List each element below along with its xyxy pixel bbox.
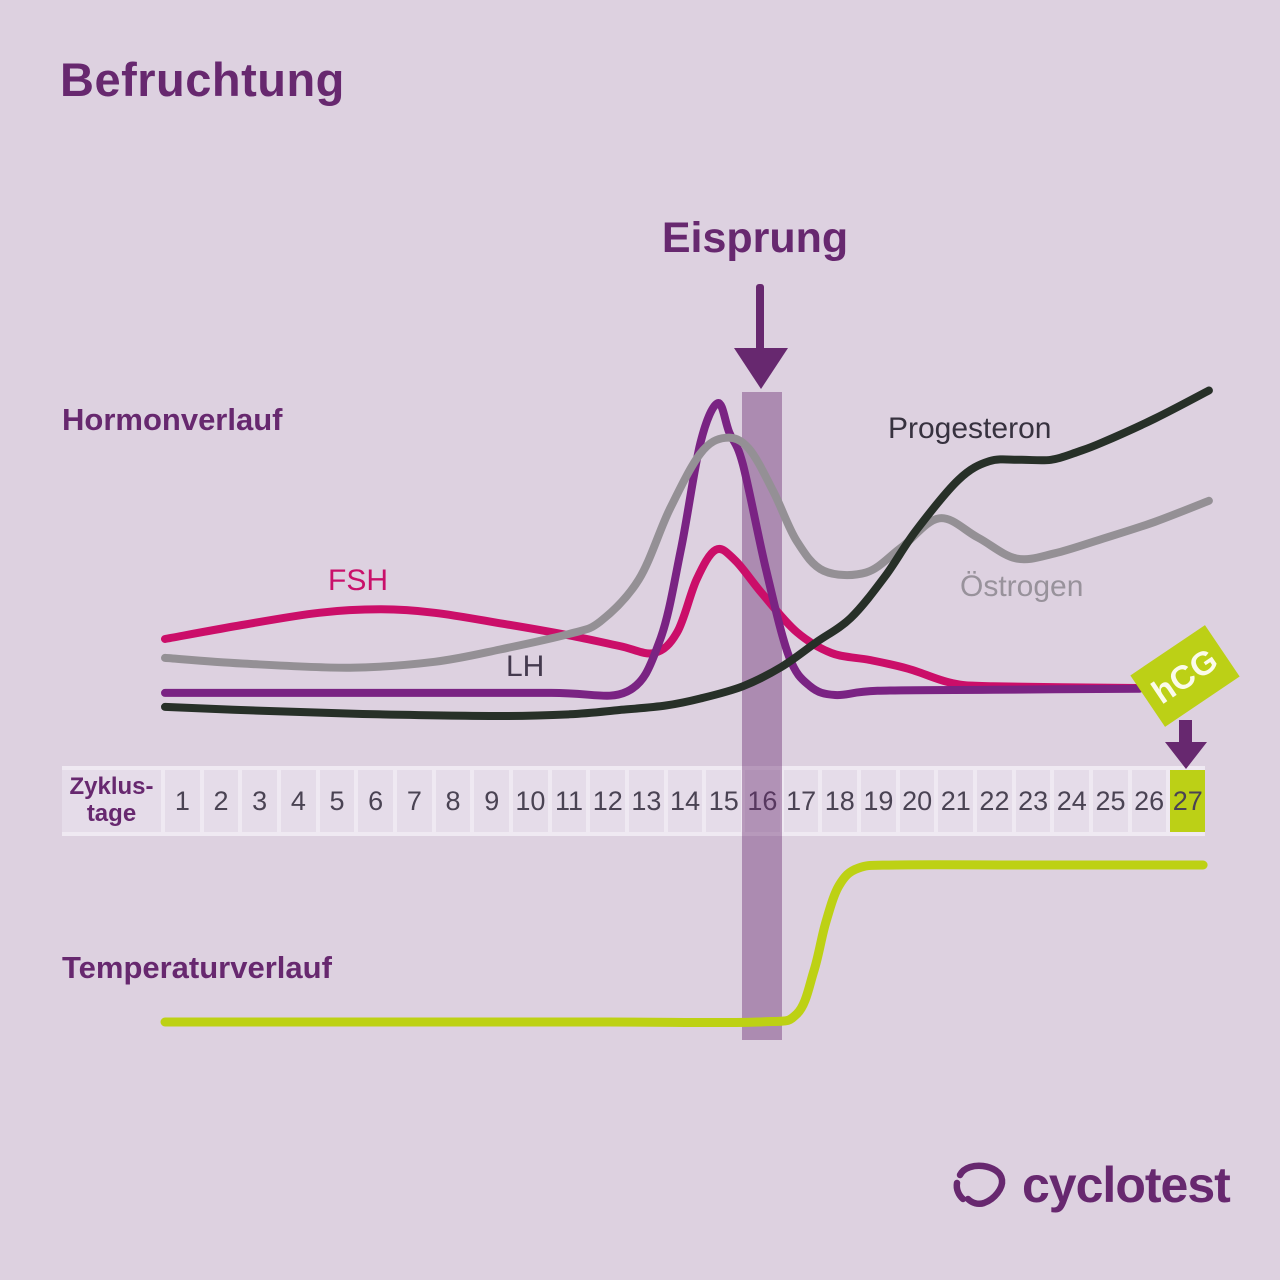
- temperature-section-label: Temperaturverlauf: [62, 950, 332, 985]
- progesteron-curve: [161, 386, 1213, 720]
- ovulation-label: Eisprung: [661, 214, 849, 262]
- day-cell-19: 19: [861, 770, 896, 832]
- lh-curve-label: LH: [506, 650, 545, 683]
- day-cell-27: 27: [1170, 770, 1206, 832]
- hcg-arrowhead-icon: [1165, 742, 1207, 769]
- day-cell-4: 4: [281, 770, 316, 832]
- axis-label-line1: Zyklus-: [69, 773, 154, 801]
- day-cell-12: 12: [590, 770, 626, 832]
- day-cell-18: 18: [822, 770, 858, 832]
- day-cell-8: 8: [435, 770, 471, 832]
- day-cell-3: 3: [242, 770, 278, 832]
- day-cell-25: 25: [1093, 770, 1128, 832]
- cyclotest-logo-icon: [953, 1162, 1006, 1208]
- day-cell-9: 9: [474, 770, 510, 832]
- temperatur-curve: [160, 860, 1208, 1028]
- brand-logo-text: cyclotest: [1022, 1157, 1231, 1213]
- day-cell-17: 17: [783, 770, 819, 832]
- page-title: Befruchtung: [60, 53, 345, 106]
- day-cell-13: 13: [629, 770, 664, 832]
- oestrogen-curve: [161, 433, 1213, 672]
- day-cell-24: 24: [1054, 770, 1090, 832]
- day-cell-21: 21: [938, 770, 974, 832]
- day-cell-7: 7: [397, 770, 432, 832]
- fsh-curve-label: FSH: [328, 564, 388, 597]
- day-cell-10: 10: [513, 770, 548, 832]
- ovulation-arrowhead-icon: [734, 348, 788, 389]
- ovulation-arrow-icon: [756, 284, 764, 352]
- day-cell-11: 11: [551, 770, 587, 832]
- cycle-days-axis-label: Zyklus- tage: [62, 770, 161, 832]
- hormone-section-label: Hormonverlauf: [62, 402, 283, 437]
- day-cell-26: 26: [1131, 770, 1167, 832]
- brand-logo: cyclotest: [948, 1156, 1231, 1214]
- hcg-arrow-icon: [1179, 720, 1192, 744]
- day-cell-22: 22: [977, 770, 1012, 832]
- day-cell-1: 1: [165, 770, 200, 832]
- day-cell-23: 23: [1015, 770, 1051, 832]
- oestrogen-curve-label: Östrogen: [960, 570, 1084, 603]
- day-cell-5: 5: [319, 770, 355, 832]
- day-cell-20: 20: [899, 770, 935, 832]
- progesteron-curve-label: Progesteron: [888, 412, 1052, 445]
- day-cell-14: 14: [667, 770, 703, 832]
- day-cell-6: 6: [358, 770, 394, 832]
- day-cell-2: 2: [203, 770, 239, 832]
- day-cell-15: 15: [706, 770, 742, 832]
- lh-curve: [161, 399, 1144, 700]
- day-cell-16: 16: [745, 770, 780, 832]
- axis-label-line2: tage: [86, 800, 137, 827]
- fsh-curve: [161, 545, 1140, 692]
